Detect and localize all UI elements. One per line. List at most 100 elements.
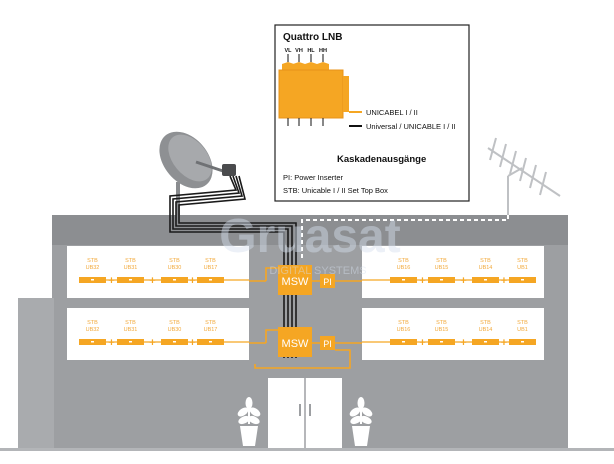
stb-user-band-label: UB31 [124,327,138,333]
lnb-input-vh: VH [295,48,303,54]
ground-line [0,448,614,451]
stb-user-band-label: UB15 [435,265,449,271]
plus-sign: + [108,275,114,287]
stb-user-band-label: UB16 [397,327,411,333]
stb-led [91,279,94,281]
plus-sign: + [419,337,425,349]
power-inserter-lower: PI [312,336,335,350]
plus-sign: + [149,337,155,349]
stb-label: STB [87,258,98,264]
watermark: Gruasat DIGITAL SYSTEMS [219,210,400,277]
stb-led [209,279,212,281]
watermark-tagline: DIGITAL SYSTEMS [269,265,366,277]
potted-plant-right [349,397,373,446]
power-inserter-lower-label: PI [323,339,332,349]
stb-label: STB [398,258,409,264]
stb-label: STB [398,320,409,326]
room-panel-floor2-left [67,308,249,360]
stb-label: STB [125,258,136,264]
satellite-dish-icon [159,131,236,215]
lnb-input-hl: HL [307,48,315,54]
multiswitch-lower: MSW [278,327,312,357]
stb-user-band-label: UB30 [168,265,182,271]
stb-led [173,279,176,281]
plus-sign: + [419,275,425,287]
stb-label: STB [517,320,528,326]
power-inserter-upper-label: PI [323,277,332,287]
multiswitch-upper-label: MSW [282,276,310,288]
lnb-input-vl: VL [284,48,292,54]
universal-output-label: Universal / UNICABLE I / II [366,122,456,131]
stb-user-band-label: UB14 [479,327,493,333]
plus-sign: + [189,275,195,287]
stb-user-band-label: UB15 [435,327,449,333]
lnb-input-hh: HH [319,48,327,54]
multiswitch-upper: MSW [278,265,312,295]
stb-user-band-label: UB1 [517,265,528,271]
front-door [268,378,342,448]
stb-layer: STBUB32+STBUB31+STBUB30+STBUB17STBUB16+S… [79,258,536,349]
multiswitch-lower-label: MSW [282,338,310,350]
room-panel-floor1-left [67,246,249,298]
stb-label: STB [480,258,491,264]
stb-label: STB [87,320,98,326]
multiswitch-block-icon [278,62,349,119]
stb-led [129,279,132,281]
lnb-input-labels: VL VH HL HH [284,48,327,54]
potted-plant-left [237,397,261,446]
legend-title: Quattro LNB [283,32,342,43]
plus-sign: + [501,275,507,287]
stb-user-band-label: UB30 [168,327,182,333]
stb-led [521,279,524,281]
stb-feed-lines [249,267,362,369]
stb-led [209,341,212,343]
stb-label: STB [436,258,447,264]
stb-label: STB [169,320,180,326]
stb-led [173,341,176,343]
side-annex [18,298,54,450]
cascade-output-arrows [287,118,324,126]
stb-label: STB [169,258,180,264]
plus-sign: + [108,337,114,349]
stb-label: STB [436,320,447,326]
stb-led [484,341,487,343]
stb-led [402,341,405,343]
pi-definition: PI: Power Inserter [283,173,344,182]
room-panel-floor2-right [362,308,544,360]
stb-led [402,279,405,281]
stb-user-band-label: UB16 [397,265,411,271]
watermark-brand: Gruasat [219,210,400,263]
stb-led [484,279,487,281]
cascade-outputs-label: Kaskadenausgänge [337,154,426,165]
stb-label: STB [205,320,216,326]
plus-sign: + [460,275,466,287]
stb-led [129,341,132,343]
terrestrial-antenna-icon [487,137,561,215]
legend-box: Quattro LNB VL VH HL HH [274,24,470,202]
lnb-input-arrows [287,54,324,62]
stb-label: STB [205,258,216,264]
unicable-output-label: UNICABEL I / II [366,108,418,117]
stb-led [91,341,94,343]
power-inserter-upper: PI [312,274,335,288]
stb-label: STB [517,258,528,264]
stb-user-band-label: UB14 [479,265,493,271]
lnb-cable-bundle [169,175,297,358]
stb-led [521,341,524,343]
